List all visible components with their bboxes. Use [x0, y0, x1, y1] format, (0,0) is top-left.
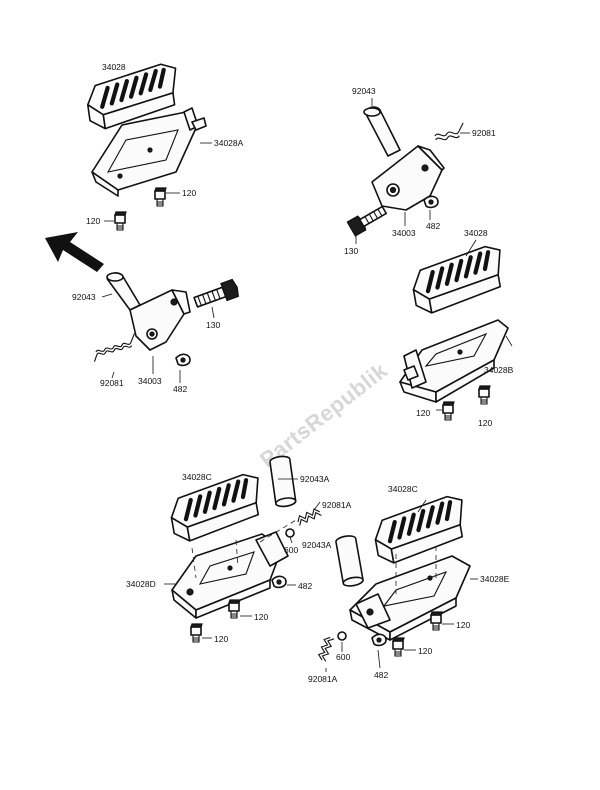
label-130-right: 130	[344, 246, 358, 256]
label-120-g: 120	[456, 620, 470, 630]
watermark-text: PartsRepublik	[255, 357, 392, 472]
label-34028c-right: 34028C	[388, 484, 418, 494]
label-120-e: 120	[254, 612, 268, 622]
label-600-right: 600	[336, 652, 350, 662]
label-92043-left: 92043	[72, 292, 96, 302]
holder-right-assembly	[346, 98, 470, 244]
label-130-left: 130	[206, 320, 220, 330]
label-34028c-left: 34028C	[182, 472, 212, 482]
label-482-left: 482	[173, 384, 187, 394]
label-92081-left: 92081	[100, 378, 124, 388]
label-34003-left: 34003	[138, 376, 162, 386]
label-34028d: 34028D	[126, 579, 156, 589]
footpeg-rear-right-assembly	[317, 494, 478, 672]
label-92081-right: 92081	[472, 128, 496, 138]
footpeg-front-right-assembly	[399, 239, 513, 421]
label-34028a: 34028A	[214, 138, 244, 148]
label-92043-right: 92043	[352, 86, 376, 96]
holder-left-assembly	[89, 272, 240, 383]
label-120-h: 120	[418, 646, 432, 656]
label-92043a-right: 92043A	[302, 540, 332, 550]
footpeg-rear-left-assembly	[164, 455, 322, 643]
label-34003-right: 34003	[392, 228, 416, 238]
footpeg-front-left-assembly	[84, 62, 212, 231]
label-34028-front-left: 34028	[102, 62, 126, 72]
label-34028-front-right: 34028	[464, 228, 488, 238]
label-482-rear-right: 482	[374, 670, 388, 680]
label-600-left: 600	[284, 545, 298, 555]
label-482-rear-left: 482	[298, 581, 312, 591]
label-120-c: 120	[416, 408, 430, 418]
label-120-b: 120	[86, 216, 100, 226]
label-482-right: 482	[426, 221, 440, 231]
label-120-f: 120	[214, 634, 228, 644]
front-direction-arrow-icon	[45, 232, 104, 272]
label-120-d: 120	[478, 418, 492, 428]
label-92081a-right: 92081A	[308, 674, 338, 684]
label-92043a-left: 92043A	[300, 474, 330, 484]
label-120-a: 120	[182, 188, 196, 198]
label-34028e: 34028E	[480, 574, 510, 584]
label-34028b: 34028B	[484, 365, 514, 375]
label-92081a-left: 92081A	[322, 500, 352, 510]
